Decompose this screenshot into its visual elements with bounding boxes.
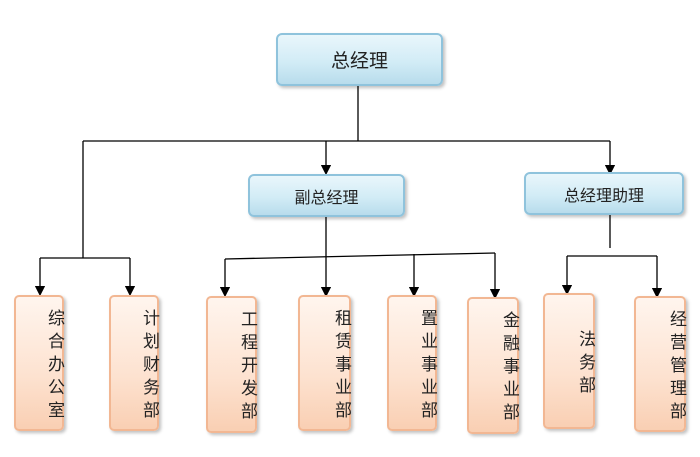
connector-vp-bus (224, 252, 496, 260)
dept-engineering: 工程开发部 (206, 296, 257, 433)
dept-leasing: 租赁事业部 (298, 295, 351, 431)
dept-planning-finance: 计划财务部 (109, 295, 159, 431)
dept-finance: 金融事业部 (467, 297, 519, 434)
dept-real-estate: 置业事业部 (387, 295, 437, 431)
assistant-box: 总经理助理 (524, 172, 684, 215)
dept-operations: 经营管理部 (634, 296, 686, 432)
dept-general-office: 综合办公室 (14, 295, 64, 431)
vp-box: 副总经理 (248, 174, 405, 217)
dept-legal: 法务部 (543, 293, 595, 429)
ceo-box: 总经理 (276, 33, 443, 86)
